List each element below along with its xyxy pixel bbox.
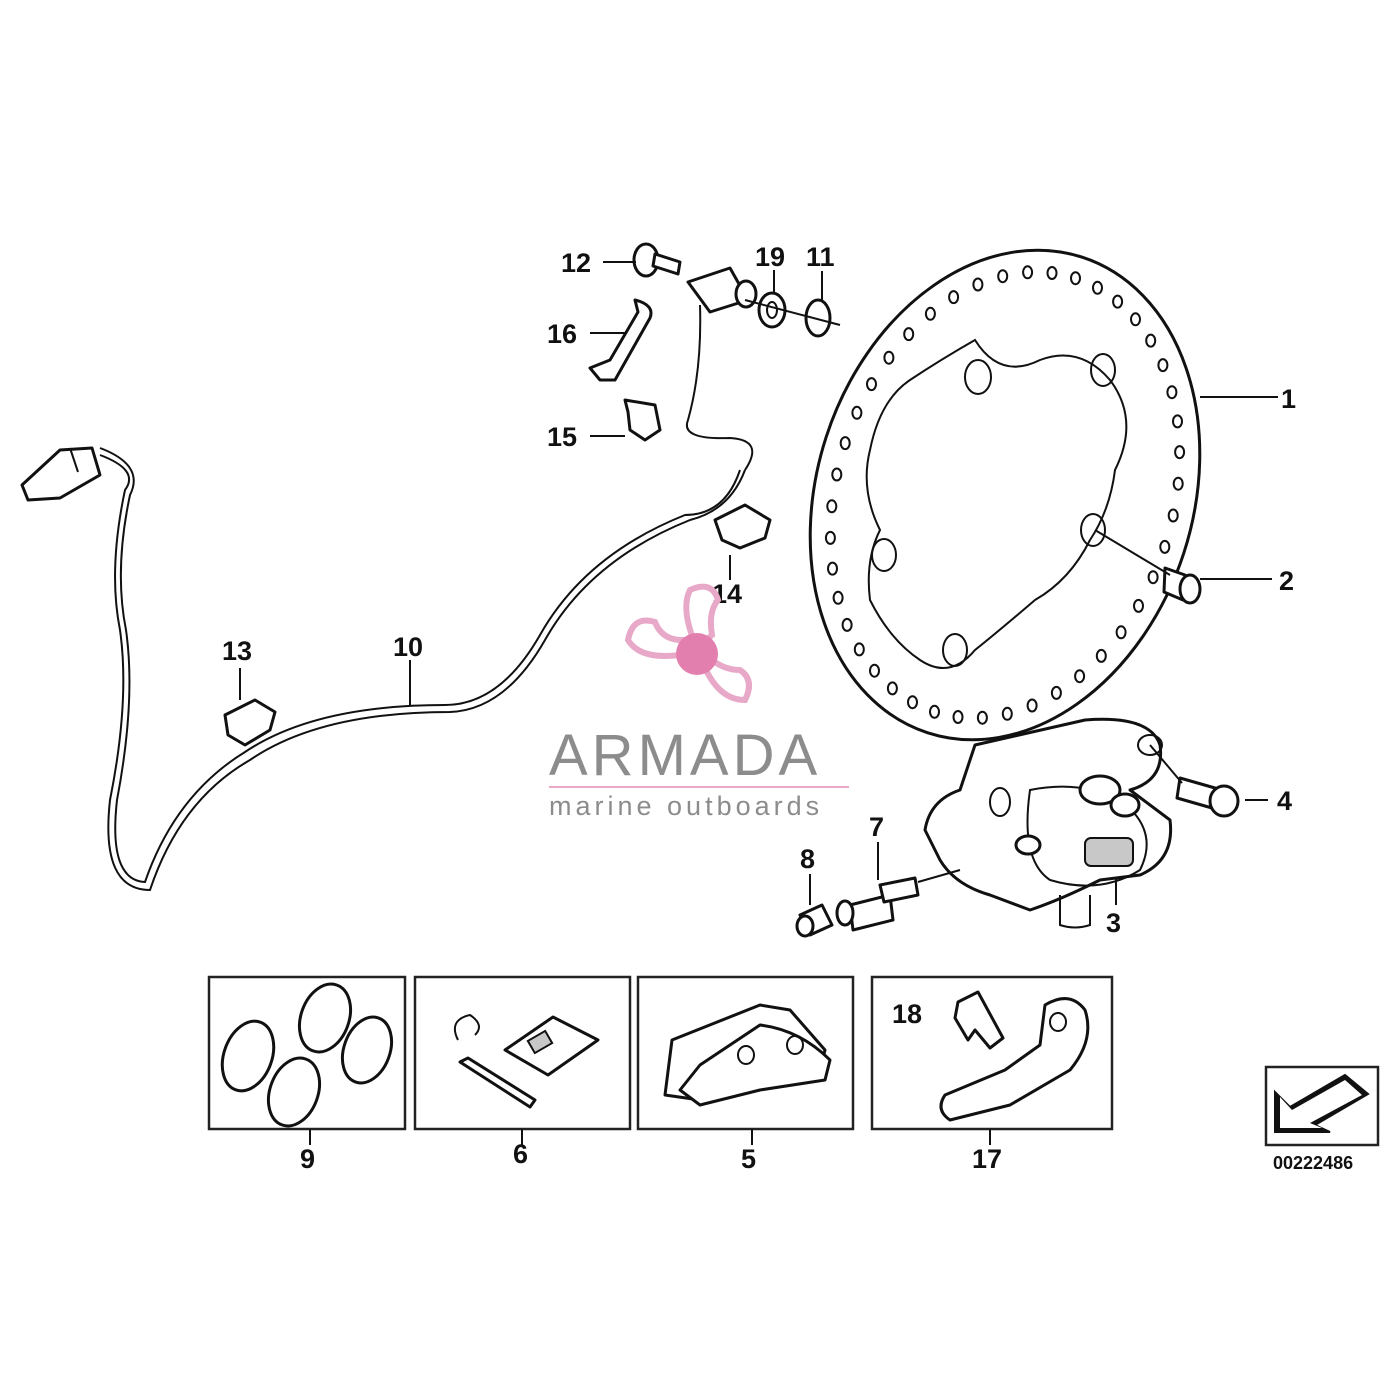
disc-hole [976,710,988,725]
disc-hole [1166,385,1178,400]
callout-15: 15 [547,422,577,452]
caliper-bolt [1175,776,1240,818]
disc-hole [1112,294,1124,309]
callout-1: 1 [1281,384,1296,414]
disc-hole [827,561,838,576]
disc-hole [1172,414,1183,429]
disc-hole [1172,476,1184,491]
disc-hole [1145,333,1157,348]
direction-arrow-icon [1264,1065,1380,1147]
disc-hole [869,663,880,678]
callout-9: 9 [300,1144,315,1174]
disc-hole [1133,598,1144,613]
disc-hole [903,327,915,342]
disc-hole [886,681,898,696]
kit-box-seals [207,975,407,1145]
callout-13: 13 [222,636,252,666]
watermark-subtitle: marine outboards [549,791,823,821]
callout-6: 6 [513,1139,528,1169]
disc-bolt [1162,566,1202,605]
disc-hole [1074,669,1086,684]
callout-18: 18 [892,999,922,1029]
kit-box-pin-spring [413,975,632,1145]
disc-hole [929,704,940,719]
callout-5: 5 [741,1144,756,1174]
callout-4: 4 [1277,786,1292,816]
disc-hole [1070,271,1081,286]
sensor-clip [623,398,662,442]
callout-16: 16 [547,319,577,349]
o-ring [804,298,832,338]
disc-hole [1167,508,1179,523]
bleed-valve-cap [795,903,834,938]
callout-19: 19 [755,242,785,272]
callout-11: 11 [806,242,835,272]
kit-box-caliper-carrier [870,975,1114,1145]
propeller-logo-icon [624,583,752,704]
disc-hole [924,306,936,321]
cable-holder [713,503,772,550]
disc-hole [907,695,918,710]
diagram-id: 00222486 [1273,1153,1353,1173]
disc-hole [1157,358,1169,373]
disc-hole [841,617,853,632]
disc-hole [1046,266,1058,280]
leader-lines [239,261,1278,1014]
disc-holes [824,265,1186,725]
disc-hole [1022,265,1034,280]
disc-hole [1115,625,1127,640]
disc-hole [1026,698,1038,713]
watermark-divider [549,786,849,788]
callout-3: 3 [1106,908,1121,938]
disc-hole [853,642,865,657]
sensor-cable [20,446,746,892]
disc-hole [948,290,960,305]
brake-caliper [923,717,1173,929]
disc-hole [1130,312,1141,327]
disc-hole [824,530,836,545]
disc-hole [1001,706,1013,721]
bleed-valve [835,876,920,932]
cable-clamp [223,698,277,747]
disc-hole [832,590,844,605]
disc-hole [1092,280,1103,295]
callout-2: 2 [1279,566,1294,596]
disc-hole [839,436,851,451]
disc-hole [1159,539,1171,554]
watermark-title: ARMADA [549,723,821,788]
callout-17: 17 [972,1144,1002,1174]
brake-disc [808,248,1202,742]
disc-hole [851,405,863,420]
disc-hole [1050,685,1062,700]
disc-hole [831,467,843,482]
sensor-bolt [632,242,682,278]
kit-box-brake-pads [636,975,855,1145]
callout-7: 7 [869,812,884,842]
watermark: ARMADA marine outboards [549,583,849,821]
callout-12: 12 [561,248,591,278]
disc-hole [866,377,877,392]
disc-hole [883,350,895,365]
callout-10: 10 [393,632,423,662]
sensor-bracket [588,298,653,382]
abs-sensor [685,266,758,471]
disc-hole [1147,570,1159,585]
disc-hole [997,269,1009,284]
disc-hole [826,499,838,514]
disc-hole [1174,445,1186,460]
callout-8: 8 [800,844,815,874]
disc-hole [952,710,964,724]
disc-hole [1095,648,1107,663]
disc-hole [972,277,984,292]
